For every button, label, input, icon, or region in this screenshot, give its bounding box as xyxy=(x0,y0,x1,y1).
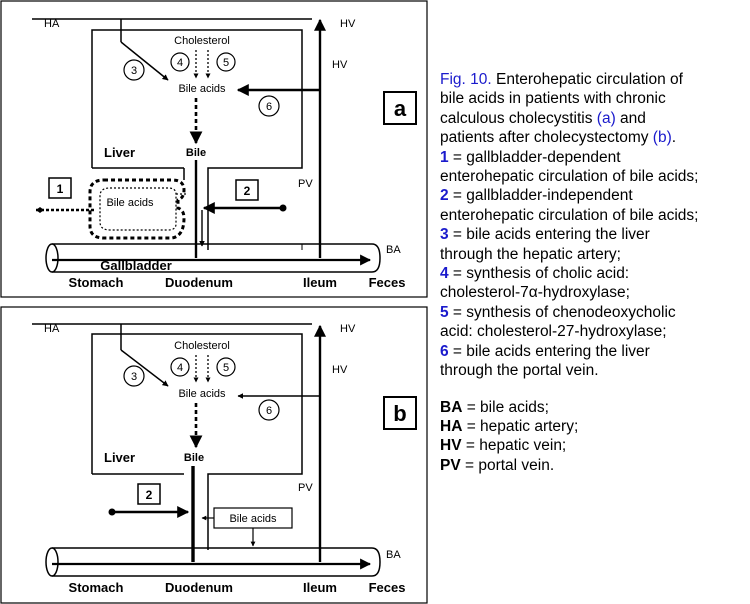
label-pv-b: PV xyxy=(298,482,313,494)
label-bile-acids-gallbladder: Bile acids xyxy=(106,197,154,209)
label-cholesterol-b: Cholesterol xyxy=(174,340,230,352)
label-ha-b: HA xyxy=(44,323,60,335)
item-5-number: 5 xyxy=(440,303,449,321)
item-2-text-a: = gallbladder-independent xyxy=(448,187,633,205)
caption-title-3c: and xyxy=(615,109,646,127)
caption-ref-a: (a) xyxy=(596,109,616,127)
arrow-3-line xyxy=(120,41,169,81)
label-duodenum-b: Duodenum xyxy=(165,580,233,595)
circle-3: 3 xyxy=(131,65,137,77)
label-feces-b: Feces xyxy=(369,580,406,595)
panel-letter-a: a xyxy=(394,96,407,121)
item-1-text-b: enterohepatic circulation of bile acids; xyxy=(440,168,699,186)
item-1-text-a: = gallbladder-dependent xyxy=(448,148,621,166)
abbr-pv-value: = portal vein. xyxy=(460,456,555,474)
liver-outline-b xyxy=(91,333,303,550)
gallbladder-shape xyxy=(88,178,186,240)
item-6-number: 6 xyxy=(440,342,449,360)
caption-title-4a: patients after cholecystectomy xyxy=(440,129,653,147)
label-bile-b: Bile xyxy=(184,452,204,464)
circle-3-b: 3 xyxy=(131,371,137,383)
panel-letter-b: b xyxy=(393,401,406,426)
label-hv-b: HV xyxy=(332,364,348,376)
abbr-ha-key: HA xyxy=(440,417,463,435)
caption-title-2: bile acids in patients with chronic xyxy=(440,90,666,108)
panel-b: HA HV HV PV Cholesterol Bile acids 3 4 5… xyxy=(0,306,428,604)
label-ba-b: BA xyxy=(386,549,401,561)
abbr-ba-value: = bile acids; xyxy=(462,398,549,416)
intestine-tube-b xyxy=(52,547,372,577)
label-hv-top-b: HV xyxy=(340,323,356,335)
label-ha: HA xyxy=(44,18,60,30)
item-4-text-a: = synthesis of cholic acid: xyxy=(448,265,630,283)
item-3-text-b: through the hepatic artery; xyxy=(440,245,621,263)
abbr-pv-key: PV xyxy=(440,456,461,474)
item-5-text-b: acid: cholesterol-27-hydroxylase; xyxy=(440,323,667,341)
label-feces: Feces xyxy=(369,275,406,290)
caption-title-3a: calculous cholecystitis xyxy=(440,109,597,127)
label-ba: BA xyxy=(386,244,401,256)
caption-title-4c: . xyxy=(671,129,677,147)
item-2-number: 2 xyxy=(440,187,449,205)
box-2: 2 xyxy=(244,184,251,198)
box-1: 1 xyxy=(57,182,64,196)
label-hv: HV xyxy=(332,59,348,71)
box-2-b: 2 xyxy=(146,488,153,502)
label-stomach-b: Stomach xyxy=(69,580,124,595)
liver-outline xyxy=(91,29,303,250)
label-gallbladder: Gallbladder xyxy=(100,258,172,273)
label-bile-acids-liver-b: Bile acids xyxy=(178,388,226,400)
label-liver: Liver xyxy=(104,145,135,160)
item-6-text-b: through the portal vein. xyxy=(440,362,599,380)
circle-5: 5 xyxy=(223,57,229,69)
label-bile-acids-box: Bile acids xyxy=(229,513,277,525)
circle-5-b: 5 xyxy=(223,362,229,374)
circle-4-b: 4 xyxy=(177,362,183,374)
label-ileum: Ileum xyxy=(303,275,337,290)
label-ileum-b: Ileum xyxy=(303,580,337,595)
item-6-text-a: = bile acids entering the liver xyxy=(448,342,650,360)
item-3-text-a: = bile acids entering the liver xyxy=(448,226,650,244)
circle-6: 6 xyxy=(266,101,272,113)
panel-a: HA HV HV PV Cholesterol Bile acids 3 4 5… xyxy=(0,0,428,298)
intestine-tube-a xyxy=(52,243,372,273)
fig-label: Fig. 10. xyxy=(440,71,492,88)
abbr-hv-key: HV xyxy=(440,437,462,455)
abbr-ha-value: = hepatic artery; xyxy=(462,417,579,435)
panel-a-frame xyxy=(0,0,428,298)
caption-ref-b: (b) xyxy=(652,129,672,147)
panel-b-frame xyxy=(0,306,428,604)
label-pv: PV xyxy=(298,178,313,190)
label-stomach: Stomach xyxy=(69,275,124,290)
label-duodenum: Duodenum xyxy=(165,275,233,290)
item-1-number: 1 xyxy=(440,148,449,166)
label-bile: Bile xyxy=(186,147,206,159)
circle-6-b: 6 xyxy=(266,405,272,417)
item-5-text-a: = synthesis of chenodeoxycholic xyxy=(448,303,676,321)
caption-title-1: Enterohepatic circulation of xyxy=(491,71,683,88)
label-hv-top: HV xyxy=(340,18,356,30)
abbr-ba-key: BA xyxy=(440,398,463,416)
label-bile-acids-liver: Bile acids xyxy=(178,83,226,95)
circle-4: 4 xyxy=(177,57,183,69)
label-liver-b: Liver xyxy=(104,450,135,465)
item-3-number: 3 xyxy=(440,226,449,244)
abbr-hv-value: = hepatic vein; xyxy=(461,437,567,455)
item-4-text-b: cholesterol-7α-hydroxylase; xyxy=(440,284,630,302)
item-4-number: 4 xyxy=(440,265,449,283)
item-2-text-b: enterohepatic circulation of bile acids; xyxy=(440,206,699,224)
label-cholesterol: Cholesterol xyxy=(174,35,230,47)
figure-caption: Fig. 10. Enterohepatic circulation of bi… xyxy=(440,70,746,475)
